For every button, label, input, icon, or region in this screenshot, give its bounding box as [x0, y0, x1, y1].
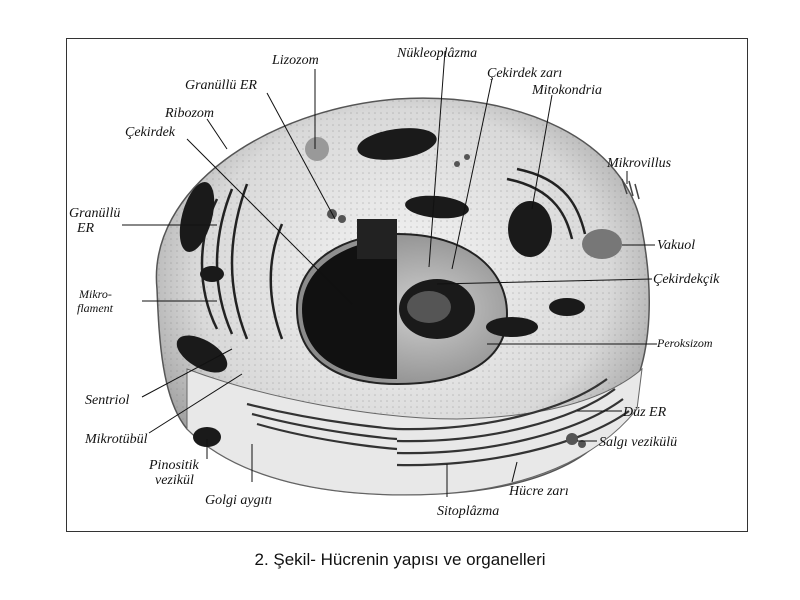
vesicles	[305, 137, 586, 448]
vacuole	[582, 229, 622, 259]
label-cekirdek-zari: Çekirdek zarı	[487, 66, 562, 81]
label-vakuol: Vakuol	[657, 238, 695, 253]
leader-lines	[122, 50, 657, 497]
cell-diagram: Lizozom Nükleoplâzma Granüllü ER Çekirde…	[69, 46, 720, 519]
label-granullu-er-left-2: ER	[76, 221, 95, 236]
cell-body	[155, 97, 650, 496]
label-mikroflament-2: flament	[77, 301, 114, 315]
label-granullu-er-left-1: Granüllü	[69, 206, 120, 221]
cell-diagram-frame: Lizozom Nükleoplâzma Granüllü ER Çekirde…	[66, 38, 748, 532]
label-salgi-vezikulu: Salgı vezikülü	[599, 435, 677, 450]
label-mikrovillus: Mikrovillus	[606, 156, 672, 171]
label-mikroflament-1: Mikro-	[78, 287, 112, 301]
nucleus	[295, 219, 509, 386]
label-sentriol: Sentriol	[85, 393, 129, 408]
label-golgi: Golgi aygıtı	[205, 493, 272, 508]
label-hucre-zari: Hücre zarı	[508, 484, 569, 499]
label-mitokondria: Mitokondria	[531, 83, 602, 98]
label-sitoplazma: Sitoplâzma	[437, 504, 499, 519]
label-mikrotubul: Mikrotübül	[84, 432, 148, 447]
label-granullu-er-top: Granüllü ER	[185, 78, 257, 93]
label-pinositik-1: Pinositik	[148, 458, 200, 473]
label-duz-er: Düz ER	[622, 405, 667, 420]
label-nukleoplazma: Nükleoplâzma	[396, 46, 477, 61]
mitochondria	[176, 128, 585, 447]
label-cekirdek: Çekirdek	[125, 125, 176, 140]
microvilli	[621, 178, 640, 200]
label-ribozom: Ribozom	[164, 106, 214, 121]
label-peroksizom: Peroksizom	[656, 336, 713, 350]
label-cekirdekcik: Çekirdekçik	[653, 272, 720, 287]
label-pinositik-2: vezikül	[155, 473, 194, 488]
figure-caption: 2. Şekil- Hücrenin yapısı ve organelleri	[254, 550, 546, 569]
label-lizozom: Lizozom	[271, 53, 319, 68]
